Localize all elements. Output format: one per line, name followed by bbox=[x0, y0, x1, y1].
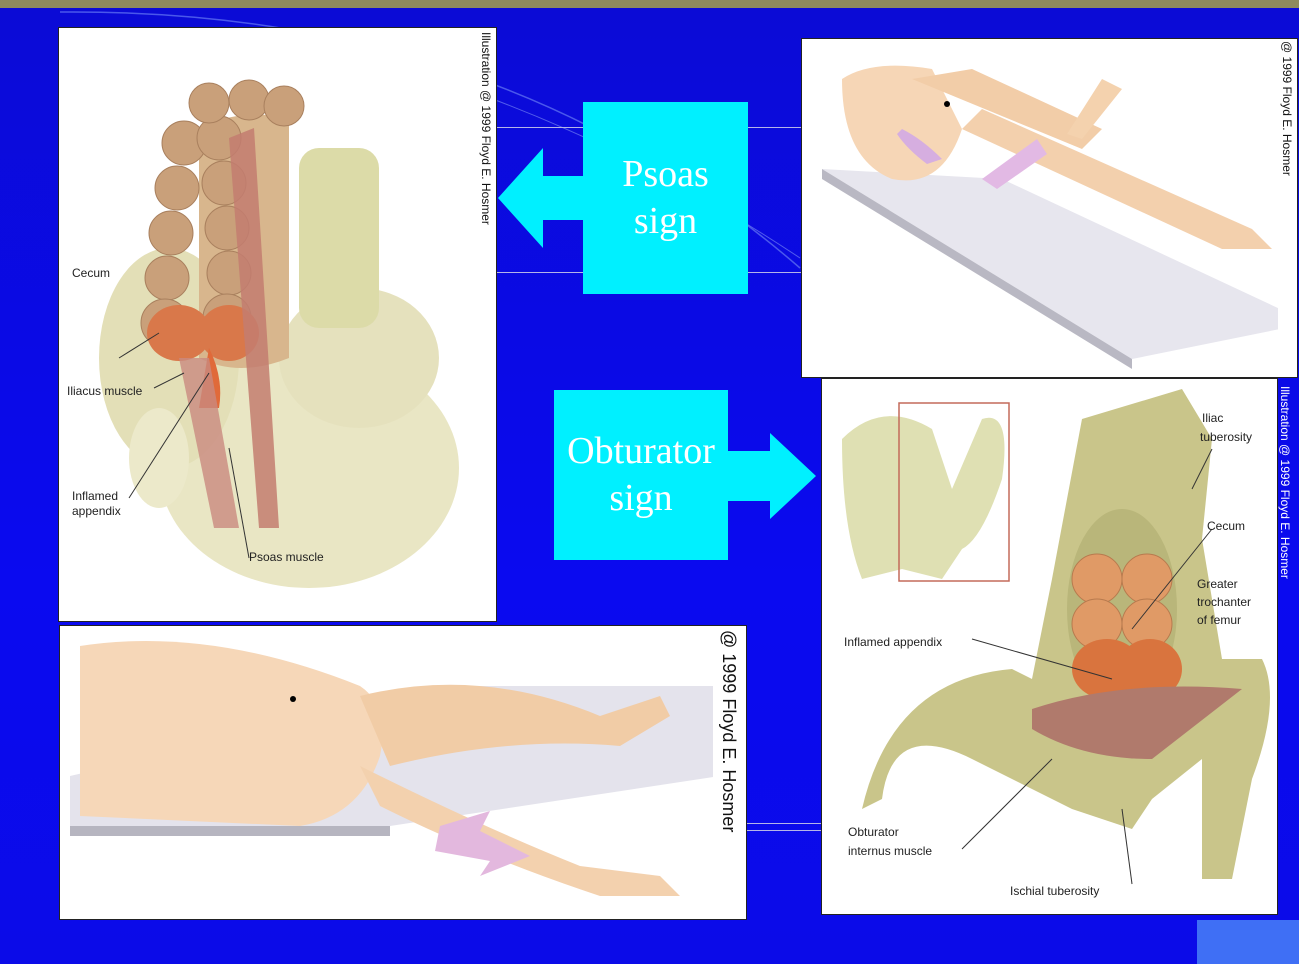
corner-block bbox=[1197, 920, 1299, 964]
top-bar bbox=[0, 0, 1299, 8]
psoas-sign-line1: Psoas bbox=[622, 151, 709, 199]
credit-text: Illustration @ 1999 Floyd E. Hosmer bbox=[1278, 386, 1292, 579]
label-iliacus-muscle: Iliacus muscle bbox=[67, 384, 142, 398]
obturator-patient-credit-strip: @ 1999 Floyd E. Hosmer bbox=[713, 625, 747, 920]
credit-text: Illustration @ 1999 Floyd E. Hosmer bbox=[479, 32, 493, 225]
patient-lying-supine-drawing bbox=[60, 626, 715, 919]
connector-line bbox=[747, 830, 821, 831]
label-inflamed: Inflamed bbox=[72, 489, 118, 503]
label-iliac: Iliac bbox=[1202, 411, 1223, 425]
label-tuberosity: tuberosity bbox=[1200, 430, 1252, 444]
label-greater: Greater bbox=[1197, 577, 1238, 591]
psoas-sign-box: Psoas sign bbox=[583, 102, 748, 294]
label-cecum: Cecum bbox=[1207, 519, 1245, 533]
label-ischial-tuberosity: Ischial tuberosity bbox=[1010, 884, 1099, 898]
credit-text: @ 1999 Floyd E. Hosmer bbox=[718, 630, 739, 832]
label-psoas-muscle: Psoas muscle bbox=[249, 550, 324, 564]
obturator-sign-line1: Obturator bbox=[567, 428, 715, 476]
obturator-patient-illustration bbox=[59, 625, 716, 920]
connector-line bbox=[747, 823, 821, 824]
psoas-patient-credit-strip: @ 1999 Floyd E. Hosmer bbox=[1278, 38, 1298, 378]
credit-text: @ 1999 Floyd E. Hosmer bbox=[1280, 41, 1294, 176]
obturator-sign-line2: sign bbox=[567, 475, 715, 523]
pelvis-colon-drawing bbox=[59, 28, 479, 621]
psoas-anatomy-illustration: Cecum Iliacus muscle Inflamed appendix P… bbox=[58, 27, 480, 622]
label-of-femur: of femur bbox=[1197, 613, 1241, 627]
obturator-anatomy-illustration: Iliac tuberosity Cecum Greater trochante… bbox=[821, 378, 1278, 915]
patient-lying-side-drawing bbox=[802, 39, 1280, 377]
label-trochanter: trochanter bbox=[1197, 595, 1251, 609]
obturator-anatomy-credit-strip: Illustration @ 1999 Floyd E. Hosmer bbox=[1275, 378, 1297, 913]
label-appendix: appendix bbox=[72, 504, 121, 518]
psoas-anatomy-credit-strip: Illustration @ 1999 Floyd E. Hosmer bbox=[477, 27, 497, 622]
label-inflamed-appendix: Inflamed appendix bbox=[844, 635, 942, 649]
psoas-patient-illustration bbox=[801, 38, 1281, 378]
label-internus-muscle: internus muscle bbox=[848, 844, 932, 858]
obturator-sign-box: Obturator sign bbox=[554, 390, 728, 560]
right-arrow-icon bbox=[724, 433, 816, 519]
label-obturator: Obturator bbox=[848, 825, 899, 839]
left-arrow-icon bbox=[498, 148, 588, 248]
label-cecum: Cecum bbox=[72, 266, 110, 280]
psoas-sign-line2: sign bbox=[622, 198, 709, 246]
